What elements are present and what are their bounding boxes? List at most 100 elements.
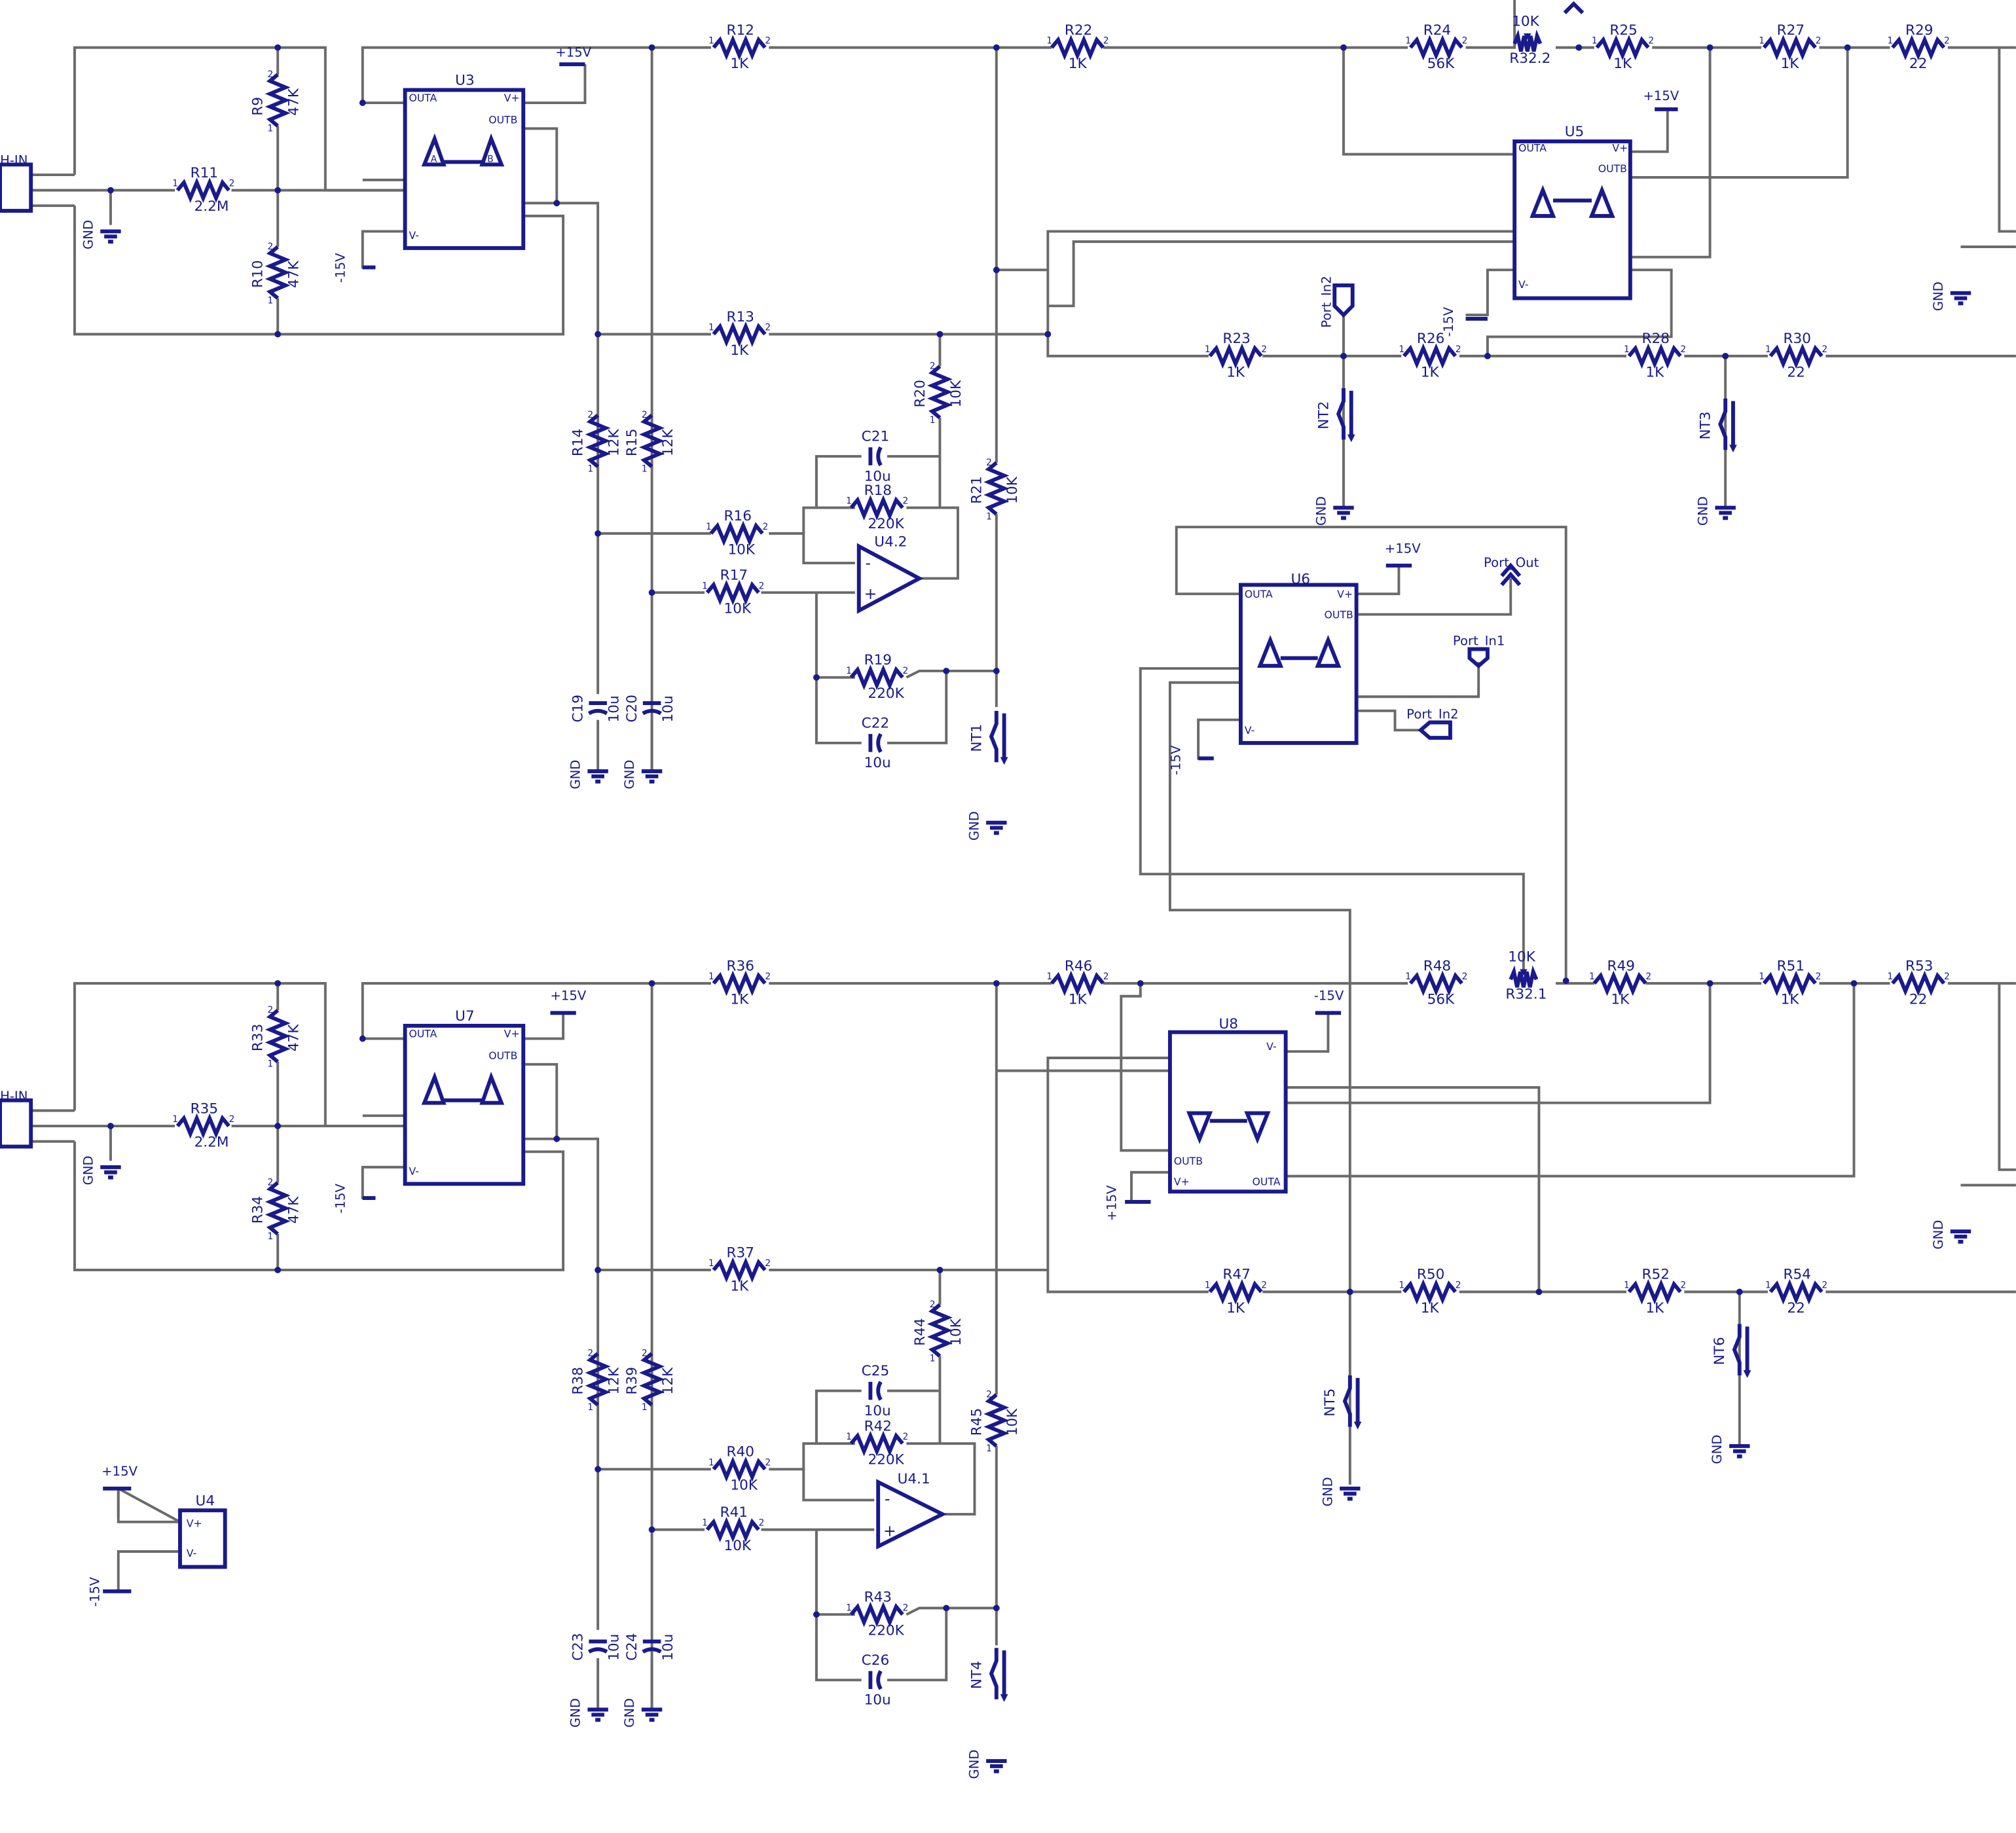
svg-text:GND: GND (1320, 1477, 1335, 1506)
svg-text:C23: C23 (570, 1633, 587, 1661)
svg-text:2: 2 (1816, 971, 1822, 982)
svg-text:2: 2 (268, 1005, 274, 1015)
ground-symbol: GND (1931, 1220, 1971, 1250)
svg-text:GND: GND (966, 811, 981, 841)
wires-middle (1139, 526, 1567, 1292)
svg-text:R11: R11 (191, 165, 218, 181)
thermistor-nt3: NT3 (1698, 398, 1737, 453)
svg-text:2: 2 (642, 1349, 648, 1359)
svg-text:1K: 1K (1645, 1300, 1664, 1316)
svg-text:2: 2 (759, 581, 765, 591)
svg-text:1: 1 (1405, 971, 1411, 982)
svg-text:U7: U7 (455, 1008, 475, 1025)
svg-text:+15V: +15V (101, 1464, 137, 1479)
svg-text:1: 1 (642, 464, 648, 475)
rail-labels: +15V +15V +15V +15V +15V -15V -15V -15V … (87, 45, 1679, 1606)
svg-text:22: 22 (1909, 56, 1927, 72)
svg-text:OUTA: OUTA (1253, 1175, 1281, 1188)
svg-text:H-IN: H-IN (0, 153, 27, 168)
svg-text:1: 1 (708, 1258, 714, 1269)
svg-text:R39: R39 (624, 1367, 640, 1394)
svg-text:1K: 1K (1613, 56, 1632, 72)
svg-text:2: 2 (1456, 344, 1461, 355)
svg-text:2: 2 (1462, 971, 1468, 982)
svg-text:V+: V+ (1174, 1175, 1190, 1188)
svg-text:1: 1 (708, 971, 714, 982)
svg-text:10u: 10u (660, 695, 676, 722)
svg-text:220K: 220K (868, 1451, 904, 1468)
svg-text:A: A (431, 154, 437, 164)
port-in1: Port_In1 (1453, 634, 1505, 668)
svg-text:10u: 10u (606, 695, 623, 722)
svg-text:OUTB: OUTB (488, 113, 517, 126)
svg-text:2: 2 (587, 410, 593, 420)
ic-u3: U3 OUTA V+ OUTB V- A B (403, 73, 526, 250)
svg-text:1: 1 (986, 511, 992, 522)
svg-text:2: 2 (1103, 36, 1109, 46)
ground-symbol: GND (81, 220, 121, 249)
svg-text:R18: R18 (864, 482, 892, 499)
svg-text:+15V: +15V (1643, 88, 1679, 103)
svg-text:R53: R53 (1905, 958, 1933, 974)
svg-text:R32.1: R32.1 (1505, 987, 1547, 1003)
svg-text:R30: R30 (1784, 331, 1811, 347)
svg-text:V-: V- (409, 229, 418, 242)
svg-text:1: 1 (930, 415, 936, 426)
input-connector-bottom: H-IN (0, 1089, 33, 1149)
svg-text:V+: V+ (1337, 588, 1353, 600)
ic-u8: U8 OUTB OUTA V+ V- (1167, 1016, 1288, 1194)
svg-text:OUTB: OUTB (1174, 1155, 1203, 1167)
svg-text:1K: 1K (1781, 56, 1800, 72)
svg-text:12K: 12K (660, 1367, 676, 1394)
svg-text:+15V: +15V (550, 989, 586, 1004)
svg-text:U4.1: U4.1 (898, 1471, 930, 1487)
port-out: Port_Out (1484, 555, 1539, 587)
svg-text:NT5: NT5 (1322, 1388, 1338, 1417)
svg-text:1: 1 (1046, 971, 1052, 982)
svg-text:-: - (885, 1489, 890, 1508)
svg-text:1K: 1K (1069, 992, 1088, 1008)
svg-text:B: B (487, 154, 493, 164)
svg-text:-15V: -15V (333, 253, 348, 283)
svg-text:NT2: NT2 (1315, 401, 1332, 429)
svg-text:2: 2 (765, 1457, 771, 1468)
svg-text:2: 2 (1944, 971, 1950, 982)
svg-text:1K: 1K (1781, 992, 1800, 1008)
svg-text:R35: R35 (191, 1100, 218, 1117)
svg-text:22: 22 (1787, 1300, 1805, 1316)
ground-symbol: GND (1313, 496, 1354, 526)
svg-text:10K: 10K (948, 1318, 964, 1345)
svg-text:1: 1 (1624, 344, 1630, 355)
svg-text:2: 2 (986, 458, 992, 468)
svg-text:2: 2 (930, 1299, 936, 1310)
svg-text:C26: C26 (862, 1652, 890, 1669)
port-arrow-top (1563, 1, 1585, 14)
svg-text:2: 2 (1680, 1280, 1686, 1290)
svg-text:R43: R43 (864, 1589, 892, 1606)
svg-text:1K: 1K (1421, 364, 1440, 380)
ground-symbol: GND (1710, 1434, 1750, 1464)
svg-text:R15: R15 (624, 429, 640, 456)
svg-text:1: 1 (1765, 1280, 1771, 1290)
svg-text:R34: R34 (250, 1196, 266, 1224)
ground-symbol: GND (568, 760, 608, 789)
svg-text:R27: R27 (1777, 22, 1805, 39)
svg-text:U6: U6 (1291, 571, 1310, 587)
svg-text:47K: 47K (286, 1024, 302, 1051)
svg-text:2.2M: 2.2M (194, 198, 229, 215)
svg-text:2: 2 (587, 1349, 593, 1359)
thermistor-nt6: NT6 (1712, 1324, 1751, 1378)
